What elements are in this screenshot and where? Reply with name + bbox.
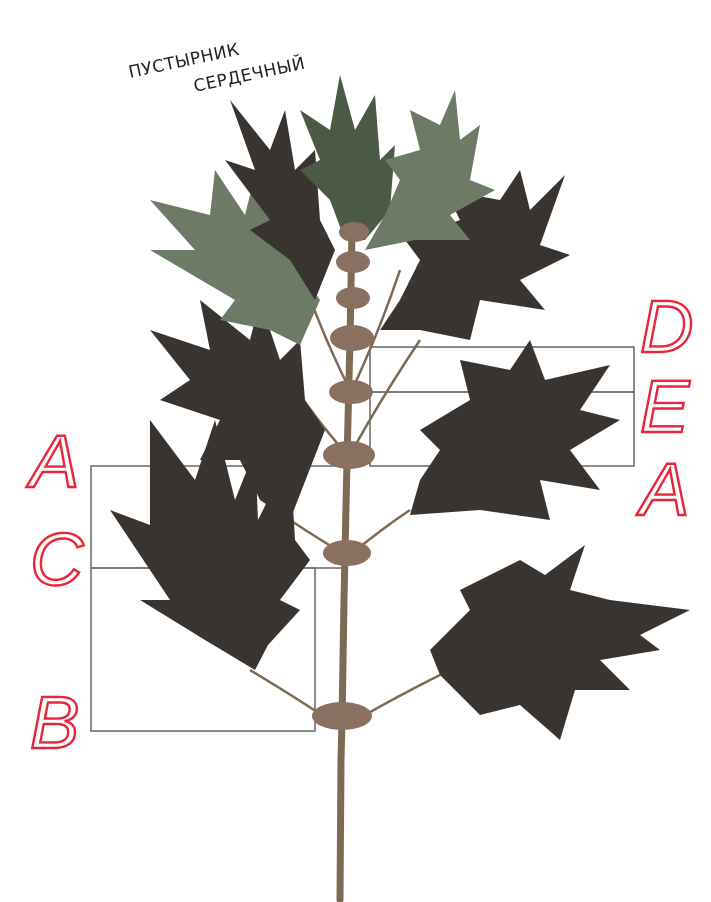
plant-title: ПУСТЫРНИК СЕРДЕЧНЫЙ (127, 40, 307, 97)
label-left-c: C (30, 518, 84, 601)
right-labels: D E A (636, 285, 693, 531)
label-left-a: A (26, 420, 79, 503)
leaf-lower-right (430, 545, 690, 740)
label-right-e: E (640, 365, 691, 448)
label-right-d: D (640, 285, 693, 368)
label-right-a: A (636, 448, 689, 531)
label-left-b: B (30, 681, 79, 764)
leaf-middle-right (410, 340, 620, 520)
left-labels: A C B (26, 420, 84, 764)
motherwort-illustration (110, 75, 690, 900)
